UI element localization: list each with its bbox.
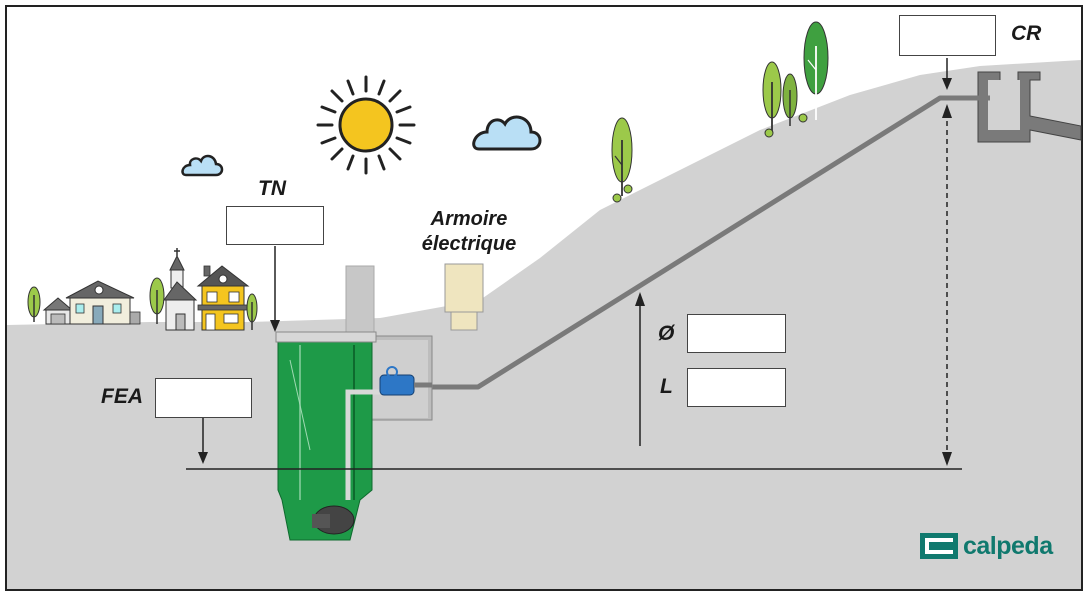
fea-label: FEA xyxy=(101,385,143,408)
brand-logo: calpeda xyxy=(920,530,1060,562)
tree-icon xyxy=(611,117,633,203)
tree-icon xyxy=(762,21,829,138)
cloud-icon xyxy=(472,115,542,151)
diameter-value-box[interactable] xyxy=(687,314,786,353)
discharge-pipe xyxy=(432,95,990,390)
cr-value-box[interactable] xyxy=(899,15,996,56)
tree-icon xyxy=(149,277,165,324)
cloud-icon xyxy=(181,154,224,177)
fea-value-box[interactable] xyxy=(155,378,252,418)
tree-icon xyxy=(246,293,258,330)
pumping-station-icon xyxy=(275,265,433,541)
length-label: L xyxy=(660,375,673,398)
sun-icon xyxy=(316,75,416,175)
brand-name: calpeda xyxy=(963,531,1053,560)
cabinet-label-line2: électrique xyxy=(421,233,517,255)
cabinet-label: Armoire électrique xyxy=(413,207,525,257)
village xyxy=(27,248,258,331)
calpeda-logo-icon xyxy=(920,533,958,559)
length-value-box[interactable] xyxy=(687,368,786,407)
cabinet-label-line1: Armoire xyxy=(430,208,508,230)
tn-label: TN xyxy=(258,177,286,200)
church-icon xyxy=(163,248,198,331)
discharge-chamber-icon xyxy=(977,71,1082,143)
house-icon xyxy=(65,280,141,325)
electrical-cabinet-icon xyxy=(444,263,484,331)
tn-value-box[interactable] xyxy=(226,206,324,245)
diameter-label: Ø xyxy=(658,322,675,345)
cr-label: CR xyxy=(1011,22,1042,45)
house-icon xyxy=(196,265,250,331)
tree-icon xyxy=(27,286,41,322)
terrain xyxy=(7,60,1081,589)
